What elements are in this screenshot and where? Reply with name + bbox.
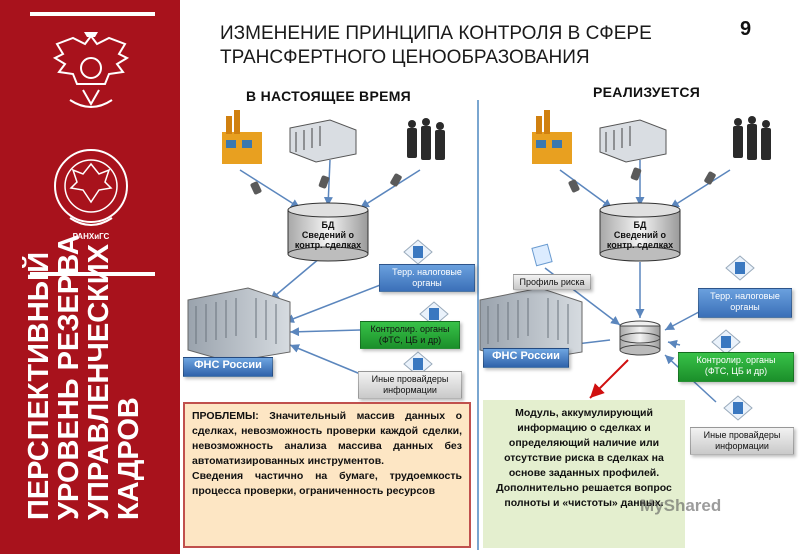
other-left-line-1: Иные провайдеры [371,374,449,384]
sidebar-top-line [30,12,155,16]
terr-tax-right-line-2: органы [730,302,760,312]
fns-tag-left: ФНС России [183,357,273,377]
db-cylinder-right [599,202,681,262]
module-text-2: Дополнительно решается вопрос полноты и … [496,482,672,509]
red-arrow [589,359,629,399]
control-right-line-2: (ФТС, ЦБ и др) [704,366,768,376]
terr-tax-tag-left: Терр. налоговые органы [379,264,475,292]
sidebar: РАНХиГС ПЕРСПЕКТИВНЫЙ УРОВЕНЬ РЕЗЕРВА УП… [0,0,180,554]
db-left-label-1: БД [321,220,335,230]
control-tag-left: Контролир. органы (ФТС, ЦБ и др) [360,321,460,349]
academy-emblem-icon [50,140,132,241]
emblem-caption: РАНХиГС [72,232,110,241]
terr-tax-tag-right: Терр. налоговые органы [698,288,792,318]
db-right: БД Сведений о контр. сделках [600,208,680,258]
right-heading: РЕАЛИЗУЕТСЯ [593,84,701,100]
fns-building-icon-left [187,287,291,363]
left-connectors [239,159,421,379]
db-right-label-2: Сведений о [613,230,667,240]
module-box: Модуль, аккумулирующий информацию о сдел… [483,400,685,548]
risk-profile-icon [531,243,553,267]
db-left-label-3: контр. сделках [294,240,362,250]
other-right-line-2: информации [715,441,769,451]
title-line-2: ТРАНСФЕРТНОГО ЦЕНООБРАЗОВАНИЯ [220,47,590,68]
sidebar-mid-line [30,272,155,276]
left-heading: В НАСТОЯЩЕЕ ВРЕМЯ [246,88,412,104]
center-divider [477,100,479,550]
db-right-label-3: контр. сделках [606,240,674,250]
other-providers-tag-left: Иные провайдеры информации [358,371,462,399]
db-left: БД Сведений о контр. сделках [288,208,368,258]
problems-text-1: ПРОБЛЕМЫ: Значительный массив данных о с… [192,410,462,467]
people-icon-left [407,118,445,160]
control-left-line-1: Контролир. органы [370,324,450,334]
terr-tax-left-line-1: Терр. налоговые [392,267,462,277]
server-stack-icon [619,320,661,356]
other-providers-tag-right: Иные провайдеры информации [690,427,794,455]
other-left-line-2: информации [383,385,437,395]
other-right-line-1: Иные провайдеры [703,430,781,440]
control-left-line-2: (ФТС, ЦБ и др) [378,335,442,345]
fns-tag-right: ФНС России [483,348,569,368]
terr-tax-right-line-1: Терр. налоговые [710,291,780,301]
module-text-1: Модуль, аккумулирующий информацию о сдел… [504,407,664,479]
office-icon-left [289,119,357,163]
double-headed-eagle-emblem-icon [50,28,132,125]
factory-icon-right [532,110,572,164]
terr-tax-left-line-2: органы [412,278,442,288]
watermark: MyShared [640,496,722,515]
title-line-1: ИЗМЕНЕНИЕ ПРИНЦИПА КОНТРОЛЯ В СФЕРЕ [220,23,652,44]
people-icon-right [733,116,771,160]
page-title: ИЗМЕНЕНИЕ ПРИНЦИПА КОНТРОЛЯ В СФЕРЕ ТРАН… [220,22,652,70]
risk-profile-tag: Профиль риска [513,274,591,290]
device-icons [250,167,716,195]
db-right-label-1: БД [633,220,647,230]
office-icon-right [599,119,667,163]
db-left-label-2: Сведений о [301,230,355,240]
fns-building-icon-right [479,287,583,363]
factory-icon-left [222,110,262,164]
problems-box: ПРОБЛЕМЫ: Значительный массив данных о с… [183,402,471,548]
page-number: 9 [740,18,752,40]
db-cylinder-left [287,202,369,262]
control-right-line-1: Контролир. органы [696,355,776,365]
problems-text-2: Сведения частично на бумаге, трудоемкост… [192,470,462,497]
small-building-icons [403,239,755,421]
control-tag-right: Контролир. органы (ФТС, ЦБ и др) [678,352,794,382]
